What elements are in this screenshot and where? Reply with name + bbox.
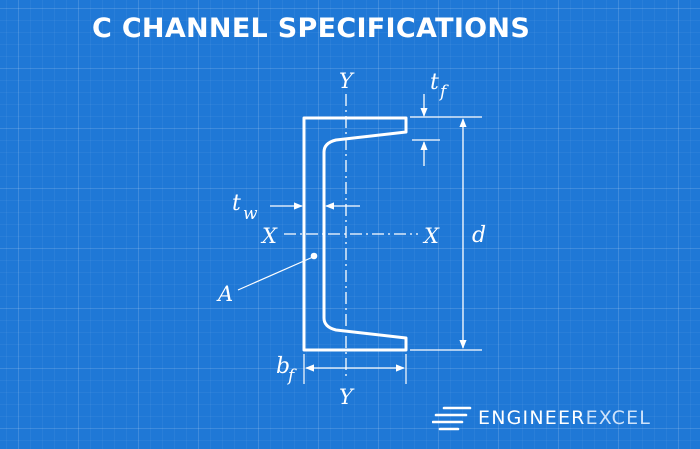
svg-text:b: b — [276, 354, 290, 379]
area-point — [310, 252, 318, 260]
y-axis-label-top: Y — [339, 69, 355, 93]
svg-text:t: t — [430, 70, 439, 95]
tw-label: t w — [232, 191, 258, 224]
svg-text:t: t — [232, 191, 241, 216]
x-axis-label-right: X — [422, 224, 440, 248]
page-title: C CHANNEL SPECIFICATIONS — [92, 13, 531, 44]
x-axis-label-left: X — [260, 224, 278, 248]
channel-profile — [302, 116, 408, 352]
svg-text:w: w — [243, 204, 258, 224]
area-label: A — [216, 282, 233, 306]
tf-label: t f — [430, 70, 449, 102]
svg-text:f: f — [438, 82, 449, 102]
speed-lines-icon — [432, 406, 472, 431]
brand-logo: ENGINEEREXCEL — [432, 405, 651, 431]
depth-label: d — [472, 223, 486, 248]
area-leader — [237, 256, 314, 291]
y-axis-label-bottom: Y — [339, 385, 355, 409]
svg-text:f: f — [286, 366, 297, 386]
bf-label: b f — [276, 354, 297, 386]
brand-name: ENGINEEREXCEL — [478, 407, 652, 429]
